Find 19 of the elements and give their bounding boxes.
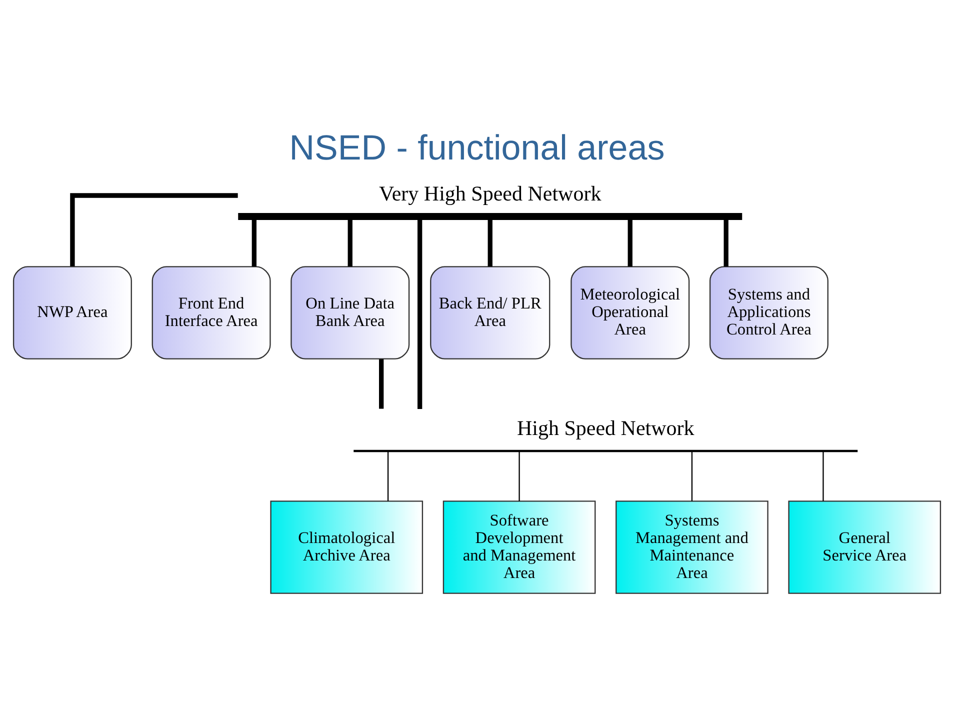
node-box: NWP Area [12, 266, 132, 359]
node-text: High Speed Network [516, 416, 694, 440]
diagram-title: NSED - functional areas [289, 128, 665, 167]
node-box: On Line Data Bank Area [290, 266, 410, 359]
connector [70, 192, 238, 266]
connector [691, 451, 693, 501]
node-text: Very High Speed Network [379, 181, 602, 206]
node-box: Systems and Applications Control Area [709, 266, 828, 359]
node-box: Climatological Archive Area [270, 500, 424, 594]
connector [379, 358, 384, 408]
connector [822, 451, 824, 501]
node-box: Software Development and Management Area [442, 500, 596, 594]
node-box: Systems Management and Maintenance Area [616, 500, 768, 594]
connector [387, 451, 389, 501]
node-box: Front End Interface Area [152, 266, 271, 359]
node-box: General Service Area [788, 500, 942, 594]
node-box: Meteorological Operational Area [570, 266, 690, 359]
node-box: Back End/ PLR Area [430, 266, 550, 359]
connector [518, 451, 520, 501]
